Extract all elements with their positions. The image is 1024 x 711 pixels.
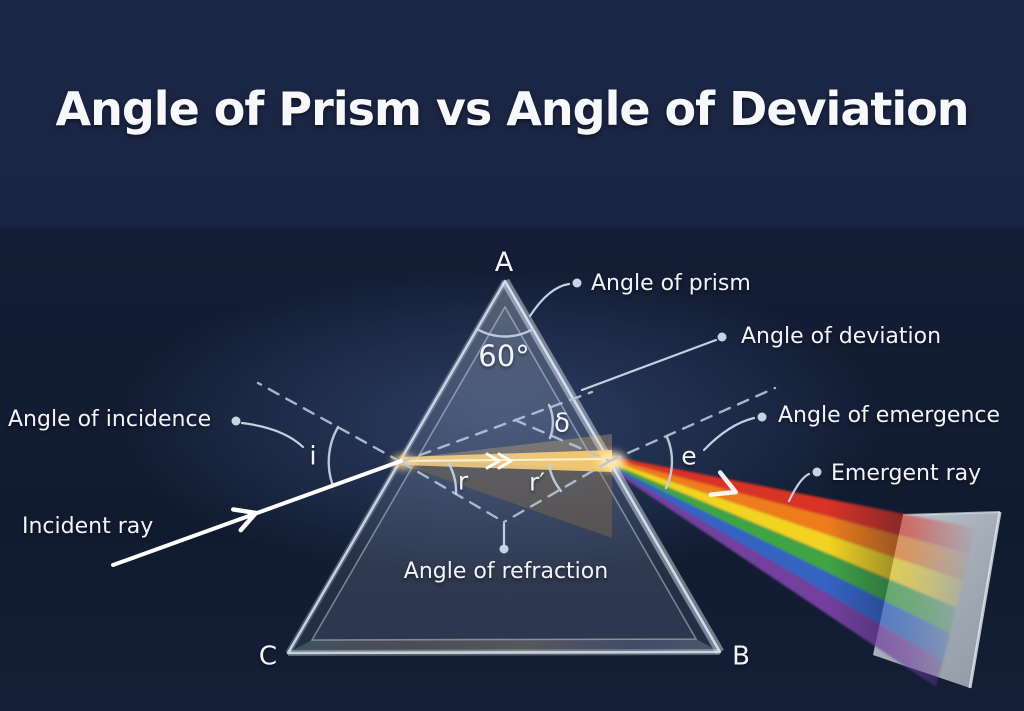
refraction-angle-arc <box>447 462 458 496</box>
emergence-leader <box>702 416 756 452</box>
prism-base-bevel-sheen <box>288 639 720 653</box>
emergence-leader-dot <box>757 412 767 422</box>
vertex-label-a: A <box>494 247 514 279</box>
incident-ray-extension-dash <box>399 390 594 464</box>
emergence-angle-arc <box>664 435 674 490</box>
refracted-beam <box>392 434 626 538</box>
callout-angle-of-incidence: Angle of incidence <box>8 407 212 432</box>
emergent-ray-arrow-icon <box>708 470 739 497</box>
symbol-refraction: r <box>457 466 469 496</box>
spectrum-band-red <box>610 456 976 554</box>
prism-leader <box>528 282 571 318</box>
symbol-incidence: i <box>309 441 317 472</box>
spectrum-band-green <box>611 463 956 633</box>
symbol-emergence: e <box>681 441 697 471</box>
incidence-leader-dot <box>231 416 241 426</box>
beam-core <box>401 450 612 472</box>
vertex-label-b: B <box>732 641 750 672</box>
prism-leader-dot <box>572 278 582 288</box>
apex-angle-value: 60° <box>478 339 530 374</box>
angle-arcs <box>327 327 674 496</box>
incidence-leader <box>240 421 305 449</box>
page-title: Angle of Prism vs Angle of Deviation <box>55 82 970 136</box>
callout-angle-of-emergence: Angle of emergence <box>778 403 1001 428</box>
beam-center-line <box>400 458 609 462</box>
beam-dispersion-wedge <box>401 464 612 538</box>
beam-arrow-icon <box>485 452 513 470</box>
callout-leader-lines <box>240 282 811 546</box>
exit-normal-outside-dash <box>608 386 777 463</box>
entry-normal-outside-dash <box>256 381 403 464</box>
vertex-label-c: C <box>258 641 278 672</box>
spectrum-band-blue <box>612 466 950 661</box>
refraction-leader-dot <box>499 544 509 554</box>
callout-dots <box>231 278 822 554</box>
incidence-angle-arc <box>327 425 340 488</box>
prism-inner-bevel <box>310 305 698 641</box>
spectrum-band-orange <box>610 458 970 581</box>
emergent-ray-leader-dot <box>812 467 822 477</box>
deviation-angle-arc <box>547 403 555 440</box>
screen-edge-highlight <box>968 511 1002 689</box>
emergent-ray-back-extension-dash <box>513 418 612 463</box>
refraction-exit-angle-arc <box>547 463 563 493</box>
exit-normal-inside-dash <box>502 459 612 524</box>
incident-ray-arrow-icon <box>231 507 259 533</box>
screen-top-edge <box>902 511 1001 516</box>
incident-ray-group <box>111 459 403 567</box>
deviation-leader-dot <box>717 332 727 342</box>
callout-angle-of-deviation: Angle of deviation <box>741 324 942 349</box>
emergent-ray-leader <box>787 472 811 503</box>
spectrum-band-yellow <box>611 461 964 607</box>
apex-angle-arc <box>475 327 535 338</box>
symbol-deviation: δ <box>554 408 570 439</box>
deviation-leader <box>580 338 718 392</box>
spectrum-fan <box>610 456 976 687</box>
entry-normal-inside-dash <box>399 460 506 524</box>
normal-dashed-lines <box>256 381 777 524</box>
symbol-refraction-exit: r′ <box>529 467 545 497</box>
callout-emergent-ray: Emergent ray <box>831 461 982 486</box>
callout-incident-ray: Incident ray <box>22 514 154 539</box>
callout-angle-of-prism: Angle of prism <box>591 271 751 296</box>
spectrum-band-violet <box>612 468 943 687</box>
callout-angle-of-refraction: Angle of refraction <box>403 559 609 584</box>
